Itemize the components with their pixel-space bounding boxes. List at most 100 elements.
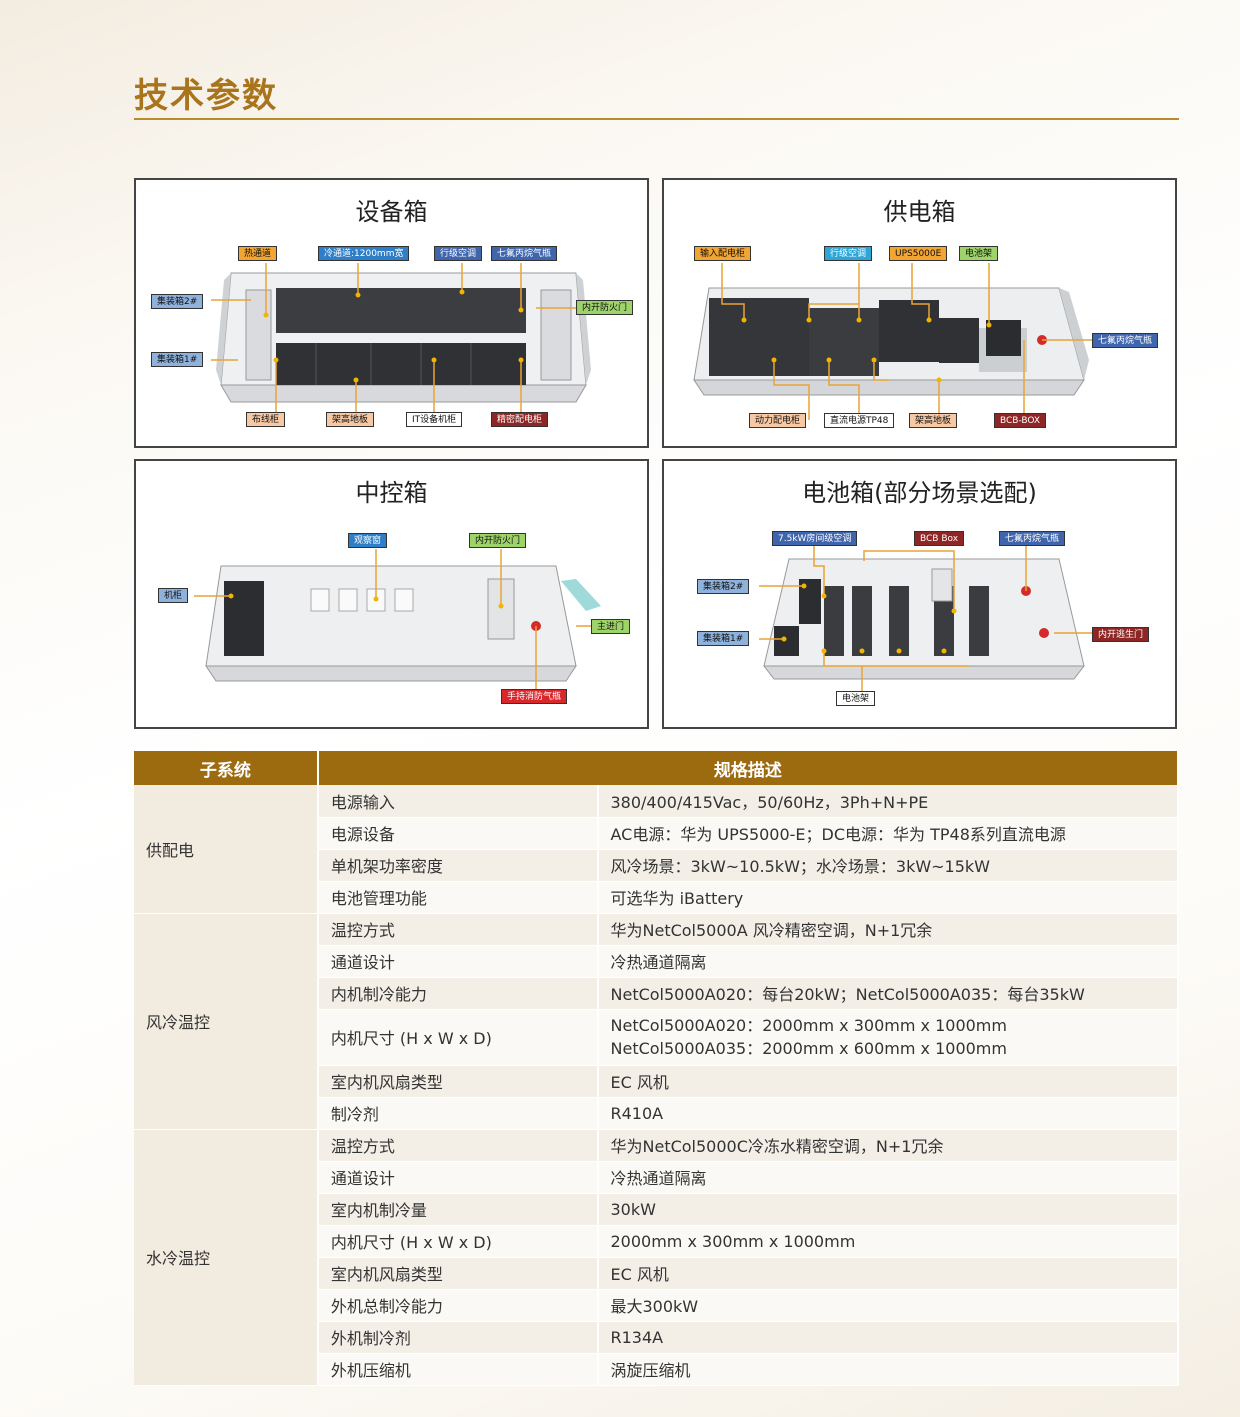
row-item: 温控方式 bbox=[317, 913, 599, 946]
label-input-cabinet: 输入配电柜 bbox=[694, 246, 752, 261]
table-row: 室内机风扇类型 EC 风机 bbox=[134, 1065, 1179, 1098]
table-row: 外机总制冷能力 最大300kW bbox=[134, 1289, 1179, 1322]
row-desc: 冷热通道隔离 bbox=[597, 1161, 1179, 1194]
table-row: 电池管理功能 可选华为 iBattery bbox=[134, 881, 1179, 914]
power-container-illustration bbox=[693, 263, 1094, 420]
label-hot-aisle: 热通道 bbox=[238, 246, 278, 261]
panel-title: 电池箱(部分场景选配) bbox=[802, 479, 1037, 507]
table-row: 室内机制冷量 30kW bbox=[134, 1193, 1179, 1226]
row-desc-line: NetCol5000A035：2000mm x 600mm x 1000mm bbox=[610, 1039, 1007, 1058]
row-desc: 华为NetCol5000A 风冷精密空调，N+1冗余 bbox=[597, 913, 1179, 946]
label-fire-door: 内开防火门 bbox=[576, 300, 634, 315]
row-desc: NetCol5000A020：2000mm x 300mm x 1000mm N… bbox=[597, 1009, 1179, 1066]
label-room-ac: 7.5kW房间级空调 bbox=[772, 531, 858, 546]
label-dc-power: 直流电源TP48 bbox=[824, 413, 895, 428]
row-desc: NetCol5000A020：每台20kW；NetCol5000A035：每台3… bbox=[597, 977, 1179, 1010]
label-bcb: BCB-BOX bbox=[994, 413, 1047, 428]
battery-container-panel: 电池箱(部分场景选配) bbox=[662, 459, 1177, 729]
table-header-row: 子系统 规格描述 bbox=[134, 751, 1180, 785]
label-cabinet: 机柜 bbox=[158, 588, 189, 603]
label-bcb: BCB Box bbox=[914, 531, 965, 546]
label-battery-rack: 电池架 bbox=[959, 246, 999, 261]
power-container-panel: 供电箱 输入配电柜 行级空调 UPS50 bbox=[662, 178, 1177, 448]
table-row: 制冷剂 R410A bbox=[134, 1097, 1179, 1130]
row-item: 电源设备 bbox=[317, 817, 599, 850]
title-rule bbox=[134, 118, 1179, 120]
row-item: 内机制冷能力 bbox=[317, 977, 599, 1010]
label-cold-aisle: 冷通道:1200mm宽 bbox=[318, 246, 410, 261]
row-item: 室内机风扇类型 bbox=[317, 1257, 599, 1290]
control-container-illustration bbox=[194, 549, 601, 691]
table-row: 室内机风扇类型 EC 风机 bbox=[134, 1257, 1179, 1290]
header-spec: 规格描述 bbox=[317, 751, 1180, 785]
label-row-ac: 行级空调 bbox=[434, 246, 483, 261]
group-water: 水冷温控 bbox=[134, 1129, 319, 1386]
row-desc: AC电源：华为 UPS5000-E；DC电源：华为 TP48系列直流电源 bbox=[597, 817, 1179, 850]
label-box2: 集装箱2# bbox=[697, 579, 750, 594]
row-item: 电池管理功能 bbox=[317, 881, 599, 914]
label-fm200: 七氟丙烷气瓶 bbox=[1092, 333, 1159, 348]
label-cable-cabinet: 布线柜 bbox=[246, 412, 286, 427]
table-row: 电源设备 AC电源：华为 UPS5000-E；DC电源：华为 TP48系列直流电… bbox=[134, 817, 1179, 850]
panel-title: 设备箱 bbox=[355, 198, 428, 226]
label-box2: 集装箱2# bbox=[151, 294, 204, 309]
table-row: 通道设计 冷热通道隔离 bbox=[134, 1161, 1179, 1194]
row-item: 室内机风扇类型 bbox=[317, 1065, 599, 1098]
label-box1: 集装箱1# bbox=[151, 352, 204, 367]
table-row: 风冷温控 温控方式 华为NetCol5000A 风冷精密空调，N+1冗余 bbox=[134, 913, 1179, 1130]
group-air: 风冷温控 bbox=[134, 913, 319, 1130]
label-row-ac: 行级空调 bbox=[824, 246, 873, 261]
label-fire-door: 内开防火门 bbox=[469, 533, 527, 548]
panel-title: 供电箱 bbox=[883, 198, 956, 226]
table-row: 内机制冷能力 NetCol5000A020：每台20kW；NetCol5000A… bbox=[134, 977, 1179, 1010]
control-container-panel: 中控箱 观察窗 内开防火门 机柜 主进门 手持消防气瓶 bbox=[134, 459, 649, 729]
row-desc: 可选华为 iBattery bbox=[597, 881, 1179, 914]
row-desc-line: NetCol5000A020：2000mm x 300mm x 1000mm bbox=[610, 1016, 1007, 1035]
row-desc: 风冷场景：3kW~10.5kW；水冷场景：3kW~15kW bbox=[597, 849, 1179, 882]
row-desc: R410A bbox=[597, 1097, 1179, 1130]
label-raised-floor: 架高地板 bbox=[326, 412, 375, 427]
label-battery-rack: 电池架 bbox=[836, 691, 876, 706]
row-desc: 冷热通道隔离 bbox=[597, 945, 1179, 978]
table-row: 内机尺寸 (H x W x D) 2000mm x 300mm x 1000mm bbox=[134, 1225, 1179, 1258]
row-item: 室内机制冷量 bbox=[317, 1193, 599, 1226]
row-desc: 涡旋压缩机 bbox=[597, 1353, 1179, 1386]
page-title: 技术参数 bbox=[134, 76, 278, 116]
row-desc: 380/400/415Vac，50/60Hz，3Ph+N+PE bbox=[597, 785, 1179, 818]
label-box1: 集装箱1# bbox=[697, 631, 750, 646]
label-fm200: 七氟丙烷气瓶 bbox=[999, 531, 1066, 546]
label-raised-floor: 架高地板 bbox=[909, 413, 958, 428]
battery-container-illustration bbox=[759, 546, 1094, 691]
label-main-door: 主进门 bbox=[591, 619, 631, 634]
row-item: 外机总制冷能力 bbox=[317, 1289, 599, 1322]
row-desc: 30kW bbox=[597, 1193, 1179, 1226]
label-fm200: 七氟丙烷气瓶 bbox=[491, 246, 558, 261]
row-item: 单机架功率密度 bbox=[317, 849, 599, 882]
row-desc: R134A bbox=[597, 1321, 1179, 1354]
panel-title: 中控箱 bbox=[355, 479, 428, 507]
row-item: 制冷剂 bbox=[317, 1097, 599, 1130]
row-item: 内机尺寸 (H x W x D) bbox=[317, 1009, 599, 1066]
label-pdu: 精密配电柜 bbox=[491, 412, 549, 427]
equipment-container-panel: 设备箱 热通道 bbox=[134, 178, 649, 448]
header-subsystem: 子系统 bbox=[134, 751, 319, 785]
label-ups: UPS5000E bbox=[889, 246, 948, 261]
label-extinguisher: 手持消防气瓶 bbox=[501, 689, 568, 704]
label-power-cabinet: 动力配电柜 bbox=[749, 413, 807, 428]
table-row: 外机压缩机 涡旋压缩机 bbox=[134, 1353, 1179, 1386]
group-power: 供配电 bbox=[134, 785, 319, 914]
table-row: 外机制冷剂 R134A bbox=[134, 1321, 1179, 1354]
row-item: 外机制冷剂 bbox=[317, 1321, 599, 1354]
label-window: 观察窗 bbox=[348, 533, 388, 548]
row-desc: EC 风机 bbox=[597, 1065, 1179, 1098]
table-row: 通道设计 冷热通道隔离 bbox=[134, 945, 1179, 978]
table-row: 供配电 电源输入 380/400/415Vac，50/60Hz，3Ph+N+PE bbox=[134, 785, 1179, 914]
row-desc: 2000mm x 300mm x 1000mm bbox=[597, 1225, 1179, 1258]
equipment-container-illustration bbox=[211, 263, 591, 412]
table-row: 水冷温控 温控方式 华为NetCol5000C冷冻水精密空调，N+1冗余 bbox=[134, 1129, 1179, 1386]
label-it-cabinet: IT设备机柜 bbox=[406, 412, 463, 427]
table-row: 内机尺寸 (H x W x D) NetCol5000A020：2000mm x… bbox=[134, 1009, 1179, 1066]
label-exit-door: 内开逃生门 bbox=[1092, 627, 1150, 642]
row-item: 外机压缩机 bbox=[317, 1353, 599, 1386]
row-item: 通道设计 bbox=[317, 1161, 599, 1194]
